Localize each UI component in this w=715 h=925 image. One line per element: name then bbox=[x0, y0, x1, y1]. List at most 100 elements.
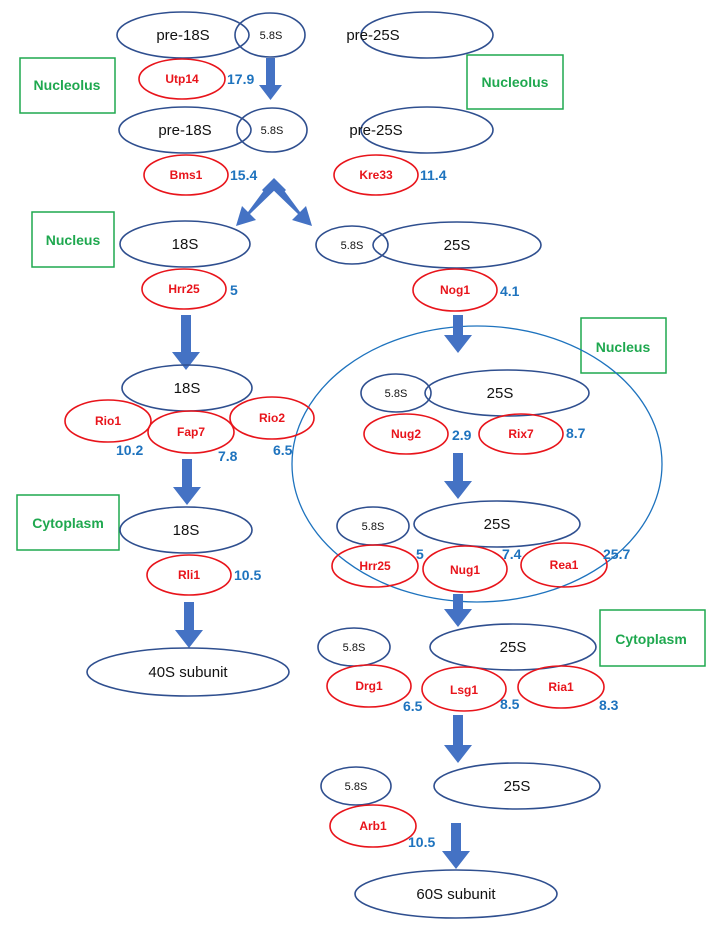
protein-rio2: Rio2 6.5 bbox=[229, 396, 315, 458]
rna-label: 18S bbox=[174, 380, 201, 397]
pre-rrna-complex-2: pre-18S 5.8S pre-25S bbox=[118, 106, 494, 154]
protein-label: Lsg1 bbox=[450, 683, 478, 697]
protein-label: Rli1 bbox=[178, 568, 200, 582]
compartment-label: Nucleus bbox=[596, 339, 651, 355]
rna-40s-subunit: 40S subunit bbox=[86, 647, 290, 697]
rna-58s-25s-e: 5.8S 25S bbox=[320, 762, 601, 810]
rna-label: 25S bbox=[484, 516, 511, 533]
compartment-label: Cytoplasm bbox=[615, 631, 687, 647]
protein-label: Rio1 bbox=[95, 414, 121, 428]
rna-label: 5.8S bbox=[341, 240, 364, 252]
rna-label: pre-25S bbox=[346, 27, 399, 44]
protein-value: 4.1 bbox=[500, 283, 520, 299]
compartment-label: Nucleus bbox=[46, 232, 101, 248]
rna-58s-25s-d: 5.8S 25S bbox=[317, 623, 597, 671]
compartment-nucleus-left: Nucleus bbox=[31, 211, 115, 268]
compartment-nucleolus-left: Nucleolus bbox=[19, 57, 116, 114]
protein-value: 10.2 bbox=[116, 442, 143, 458]
rna-58s-25s-a: 5.8S 25S bbox=[315, 221, 542, 269]
rna-label: 18S bbox=[173, 522, 200, 539]
rna-58s-25s-c: 5.8S 25S bbox=[336, 500, 581, 548]
arrow-down-right-1 bbox=[444, 315, 472, 353]
arrow-split bbox=[236, 178, 312, 226]
rna-label: pre-25S bbox=[349, 122, 402, 139]
rna-18s-c: 18S bbox=[119, 506, 253, 554]
protein-hrr25-b: Hrr25 5 bbox=[331, 544, 424, 588]
protein-value: 7.8 bbox=[218, 448, 238, 464]
pre-rrna-complex-1: pre-18S 5.8S pre-25S bbox=[116, 11, 494, 59]
arrow-down-right-4 bbox=[444, 715, 472, 763]
protein-value: 5 bbox=[416, 546, 424, 562]
arrow-down-right-2 bbox=[444, 453, 472, 499]
protein-value: 10.5 bbox=[408, 834, 435, 850]
compartment-label: Nucleolus bbox=[482, 74, 549, 90]
protein-value: 8.7 bbox=[566, 425, 586, 441]
protein-ria1: Ria1 8.3 bbox=[517, 665, 619, 713]
arrow-down-left-1 bbox=[172, 315, 200, 370]
rna-label: 5.8S bbox=[385, 388, 408, 400]
compartment-nucleolus-right: Nucleolus bbox=[466, 54, 564, 110]
protein-value: 25.7 bbox=[603, 546, 630, 562]
compartment-cytoplasm-right: Cytoplasm bbox=[599, 609, 706, 667]
protein-label: Nug1 bbox=[450, 563, 480, 577]
rna-label: 25S bbox=[487, 385, 514, 402]
protein-value: 2.9 bbox=[452, 427, 472, 443]
protein-drg1: Drg1 6.5 bbox=[326, 664, 423, 714]
protein-label: Bms1 bbox=[170, 168, 203, 182]
rna-60s-subunit: 60S subunit bbox=[354, 869, 558, 919]
rna-label: 25S bbox=[504, 778, 531, 795]
arrow-down-1 bbox=[259, 58, 282, 100]
protein-value: 17.9 bbox=[227, 71, 254, 87]
rna-label: pre-18S bbox=[156, 27, 209, 44]
protein-value: 5 bbox=[230, 282, 238, 298]
protein-kre33: Kre33 11.4 bbox=[333, 154, 447, 196]
arrow-down-right-3 bbox=[444, 594, 472, 627]
rna-label: 18S bbox=[172, 236, 199, 253]
rna-label: pre-18S bbox=[158, 122, 211, 139]
protein-rio1: Rio1 10.2 bbox=[64, 399, 152, 458]
protein-value: 7.4 bbox=[502, 546, 522, 562]
protein-label: Hrr25 bbox=[168, 282, 200, 296]
protein-label: Rio2 bbox=[259, 411, 285, 425]
compartment-label: Cytoplasm bbox=[32, 515, 104, 531]
protein-label: Ria1 bbox=[548, 680, 574, 694]
protein-value: 10.5 bbox=[234, 567, 261, 583]
rna-label: 5.8S bbox=[362, 521, 385, 533]
compartment-label: Nucleolus bbox=[34, 77, 101, 93]
protein-label: Kre33 bbox=[359, 168, 393, 182]
protein-label: Drg1 bbox=[355, 679, 383, 693]
protein-rli1: Rli1 10.5 bbox=[146, 554, 261, 596]
rna-label: 5.8S bbox=[345, 781, 368, 793]
protein-arb1: Arb1 10.5 bbox=[329, 804, 435, 850]
protein-value: 8.5 bbox=[500, 696, 520, 712]
protein-label: Nug2 bbox=[391, 427, 421, 441]
protein-label: Utp14 bbox=[165, 72, 199, 86]
protein-label: Hrr25 bbox=[359, 559, 391, 573]
arrow-down-right-5 bbox=[442, 823, 470, 869]
protein-value: 8.3 bbox=[599, 697, 619, 713]
rna-label: 5.8S bbox=[261, 125, 284, 137]
protein-utp14: Utp14 17.9 bbox=[138, 58, 254, 100]
arrow-down-left-2 bbox=[173, 459, 201, 505]
rna-label: 60S subunit bbox=[416, 886, 496, 903]
protein-label: Rix7 bbox=[508, 427, 534, 441]
protein-value: 6.5 bbox=[403, 698, 423, 714]
protein-nug1: Nug1 7.4 bbox=[422, 545, 522, 593]
protein-value: 6.5 bbox=[273, 442, 293, 458]
rna-label: 5.8S bbox=[343, 642, 366, 654]
rna-18s-a: 18S bbox=[119, 220, 251, 268]
arrow-down-left-3 bbox=[175, 602, 203, 648]
protein-rix7: Rix7 8.7 bbox=[478, 413, 586, 455]
rna-label: 25S bbox=[444, 237, 471, 254]
protein-hrr25-a: Hrr25 5 bbox=[141, 268, 238, 310]
protein-fap7: Fap7 7.8 bbox=[147, 410, 238, 464]
protein-nug2: Nug2 2.9 bbox=[363, 413, 472, 455]
protein-nog1: Nog1 4.1 bbox=[412, 268, 520, 312]
protein-label: Fap7 bbox=[177, 425, 205, 439]
protein-rea1: Rea1 25.7 bbox=[520, 542, 630, 588]
compartment-nucleus-right: Nucleus bbox=[580, 317, 667, 374]
protein-label: Rea1 bbox=[550, 558, 579, 572]
rna-label: 40S subunit bbox=[148, 664, 228, 681]
protein-lsg1: Lsg1 8.5 bbox=[421, 666, 520, 712]
